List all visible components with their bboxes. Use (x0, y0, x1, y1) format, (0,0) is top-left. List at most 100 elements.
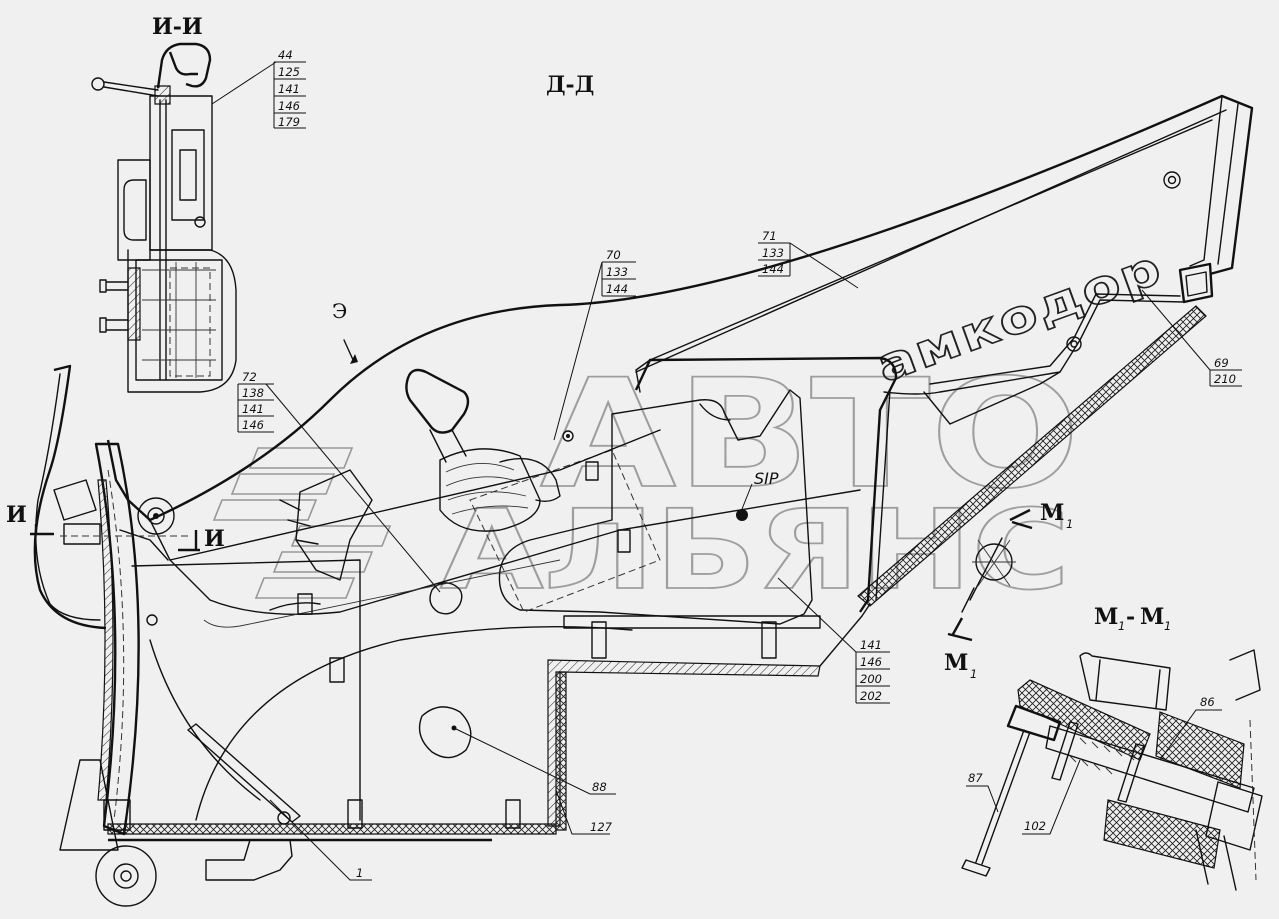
m1-bolt-head (1006, 704, 1062, 742)
section-m1m1-title: М 1 - М 1 (1094, 604, 1171, 633)
callout-144-label: 144 (606, 282, 628, 296)
floor-rear-slope (819, 603, 871, 667)
inner-brace-2 (929, 293, 1181, 385)
m1-right-stub (1229, 649, 1261, 701)
lower-panel-edge (149, 489, 861, 615)
section-cut-m1: М 1 М 1 (944, 500, 1073, 681)
door-seal-profile (156, 42, 212, 89)
floor-bolts (347, 799, 521, 829)
m1-bottom-label: М (944, 650, 968, 676)
callout-44: 44 (278, 48, 293, 62)
lock-housing (117, 159, 151, 261)
callout-71-label: 71 (762, 229, 777, 243)
callout-70-label: 70 (606, 248, 621, 262)
floor-insulation-vertical (555, 671, 567, 831)
view-e-label: Э (332, 299, 347, 323)
console-top-lip (883, 391, 941, 395)
m1-bolt-shank (1045, 725, 1255, 813)
callout-72: 72 138 141 146 (237, 370, 441, 593)
callout-146: 146 (278, 99, 300, 113)
mount-boss-top (1163, 171, 1181, 189)
lock-handle (123, 179, 147, 241)
footrest-pedal (205, 839, 293, 881)
callout-1: 1 (269, 799, 372, 881)
pillar-foot (103, 799, 131, 831)
pedal-pivot (277, 811, 291, 825)
boot-bellows (445, 463, 529, 515)
callout-70: 70 133 144 (553, 248, 636, 441)
watermark-logo-bars (212, 447, 392, 599)
cut-arrow-bottom (947, 617, 973, 642)
latch-core (179, 149, 197, 201)
bolt-plate-section (127, 267, 141, 341)
callout-210-label: 210 (1214, 372, 1236, 386)
callout-138-label: 138 (242, 386, 264, 400)
callout-g-200-label: 200 (860, 672, 882, 686)
m1-nut-block (1205, 781, 1263, 851)
front-pillar-hidden (107, 469, 125, 821)
latch-bolt (194, 216, 206, 228)
center-console (498, 389, 813, 625)
m1-thread-top (1079, 737, 1135, 761)
frame-post (159, 99, 167, 381)
handle-knob (91, 77, 105, 91)
latch-body (171, 129, 205, 221)
lower-housing-ribs (142, 262, 216, 378)
section-ii-view: И-И 44 125 141 146 179 (91, 14, 306, 393)
callout-86: 86 (1159, 695, 1222, 761)
lower-housing (127, 249, 237, 393)
floor-insulation (107, 823, 557, 835)
sip-label: SIP (754, 469, 779, 488)
m1-spring-ends (1051, 721, 1145, 803)
callout-141: 141 (278, 82, 300, 96)
section-arrow-i-left: И (6, 502, 54, 536)
callout-102-label: 102 (1024, 819, 1046, 833)
callout-71-133-label: 133 (762, 246, 784, 260)
joystick-lever (405, 368, 561, 532)
lower-housing-inner (135, 259, 223, 381)
door-arc-inner (149, 639, 261, 801)
m1-insulation-lower (1103, 799, 1221, 869)
handrail-inner (35, 373, 101, 621)
callout-141-label: 141 (242, 402, 264, 416)
m1-top-sub: 1 (1066, 517, 1073, 531)
section-i-left-label: И (6, 502, 27, 528)
callout-127-label: 127 (590, 820, 613, 834)
joystick-grip (405, 368, 470, 434)
panel-top-flange (635, 119, 1213, 393)
svg-text:1: 1 (1164, 619, 1171, 633)
step-roller (95, 845, 157, 907)
m1-insulation-right (1155, 711, 1245, 789)
callout-71-144-label: 144 (762, 262, 784, 276)
callout-72-label: 72 (242, 370, 257, 384)
step-roller-hub (113, 863, 139, 889)
floor-step-section (547, 659, 821, 827)
handrail (33, 364, 107, 630)
section-m1m1-view: М 1 - М 1 86 87 (961, 604, 1263, 891)
brace-bracket (923, 371, 1061, 425)
panel-detail (269, 602, 321, 611)
svg-text:М: М (1094, 604, 1118, 630)
mount-boss-top-hole (1167, 175, 1177, 185)
rear-tube-inner (1185, 271, 1208, 297)
callout-87: 87 (966, 771, 999, 813)
callout-g-141-label: 141 (860, 638, 882, 652)
m1-upper-tube-walls (1095, 659, 1161, 709)
step-roller-axle (120, 870, 132, 882)
wiring-grommet (429, 582, 463, 615)
fastener-bolt (961, 537, 1003, 613)
callout-88-label: 88 (592, 780, 607, 794)
m1-insulation-upper (1017, 679, 1151, 761)
console-frame (634, 356, 898, 613)
m1-upper-tube (1079, 652, 1171, 711)
seat-rail-posts (591, 621, 777, 659)
bolt-lower (99, 317, 129, 333)
section-ii-title: И-И (152, 14, 203, 40)
callout-g-146-label: 146 (860, 655, 882, 669)
rear-post (1189, 95, 1239, 267)
view-arrow-e: Э (332, 299, 358, 364)
m1-top-label: М (1040, 500, 1064, 526)
inner-brace (939, 299, 1185, 393)
hidden-contour (169, 267, 211, 377)
